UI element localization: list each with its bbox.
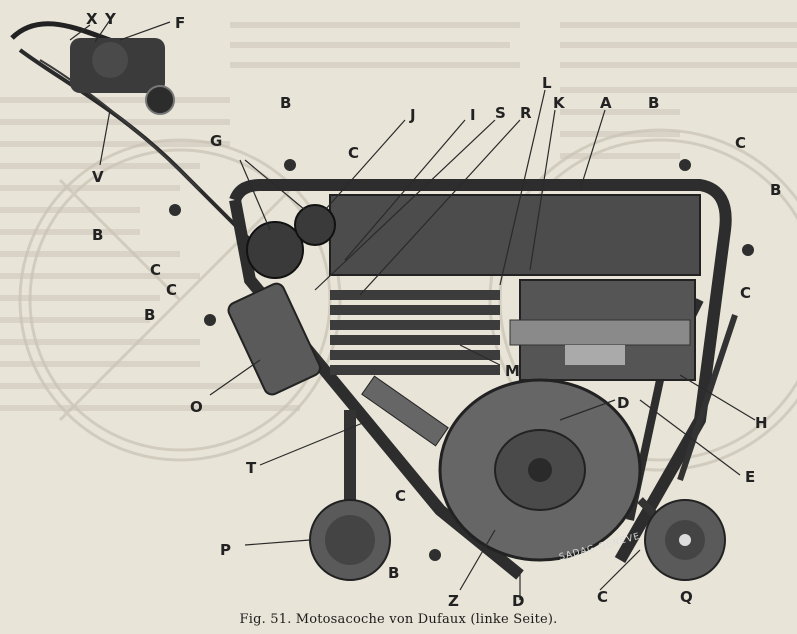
carburettor <box>227 282 321 396</box>
label-c-6: C <box>395 487 406 505</box>
label-c-7: C <box>597 588 608 606</box>
coil-right <box>294 204 336 246</box>
caption-number: Fig. 51. <box>239 612 292 627</box>
label-j: J <box>409 106 416 124</box>
label-i: I <box>470 106 476 124</box>
exhaust-tube <box>361 375 449 447</box>
fuel-tank <box>329 194 701 276</box>
label-m: M <box>505 362 520 380</box>
label-b-1: B <box>280 94 291 112</box>
label-s: S <box>495 104 506 122</box>
figure-caption: Fig. 51. Motosacoche von Dufaux (linke S… <box>0 612 797 627</box>
label-r: R <box>520 104 532 122</box>
label-e: E <box>745 468 755 486</box>
label-k: K <box>553 94 566 112</box>
label-y: Y <box>104 10 117 28</box>
wing-nuts <box>169 159 754 561</box>
label-c-3: C <box>740 284 751 302</box>
battery-box <box>509 279 696 381</box>
crankcase: SADAG GENEVE <box>438 378 642 563</box>
footrest-right <box>637 497 726 581</box>
label-x: X <box>86 10 98 28</box>
caption-text: Motosacoche von Dufaux (linke Seite). <box>295 612 558 627</box>
label-p: P <box>220 541 231 559</box>
label-g: G <box>210 132 222 150</box>
label-a: A <box>600 94 612 112</box>
label-v: V <box>92 168 104 186</box>
label-f: F <box>175 14 185 32</box>
engine-cylinder <box>330 290 500 375</box>
label-c-5: C <box>166 281 177 299</box>
label-q: Q <box>680 588 693 606</box>
coil-left <box>246 221 304 279</box>
label-z: Z <box>448 592 459 610</box>
label-d-2: D <box>512 592 524 610</box>
control-lever <box>677 314 738 481</box>
handlebar-assembly <box>10 21 252 242</box>
label-t: T <box>246 459 257 477</box>
label-o: O <box>190 398 203 416</box>
part-labels: X Y F V G B C J I S R L K A B C B C B C … <box>86 10 781 610</box>
label-b-5: B <box>144 306 155 324</box>
label-b-6: B <box>388 564 399 582</box>
label-c-4: C <box>150 261 161 279</box>
label-b-3: B <box>770 181 781 199</box>
label-b-4: B <box>92 226 103 244</box>
label-h: H <box>755 414 768 432</box>
label-l: L <box>542 74 552 92</box>
leader-lines <box>69 19 756 600</box>
label-b-2: B <box>648 94 659 112</box>
label-c-2: C <box>735 134 746 152</box>
label-c-1: C <box>348 144 359 162</box>
label-d-1: D <box>617 394 629 412</box>
